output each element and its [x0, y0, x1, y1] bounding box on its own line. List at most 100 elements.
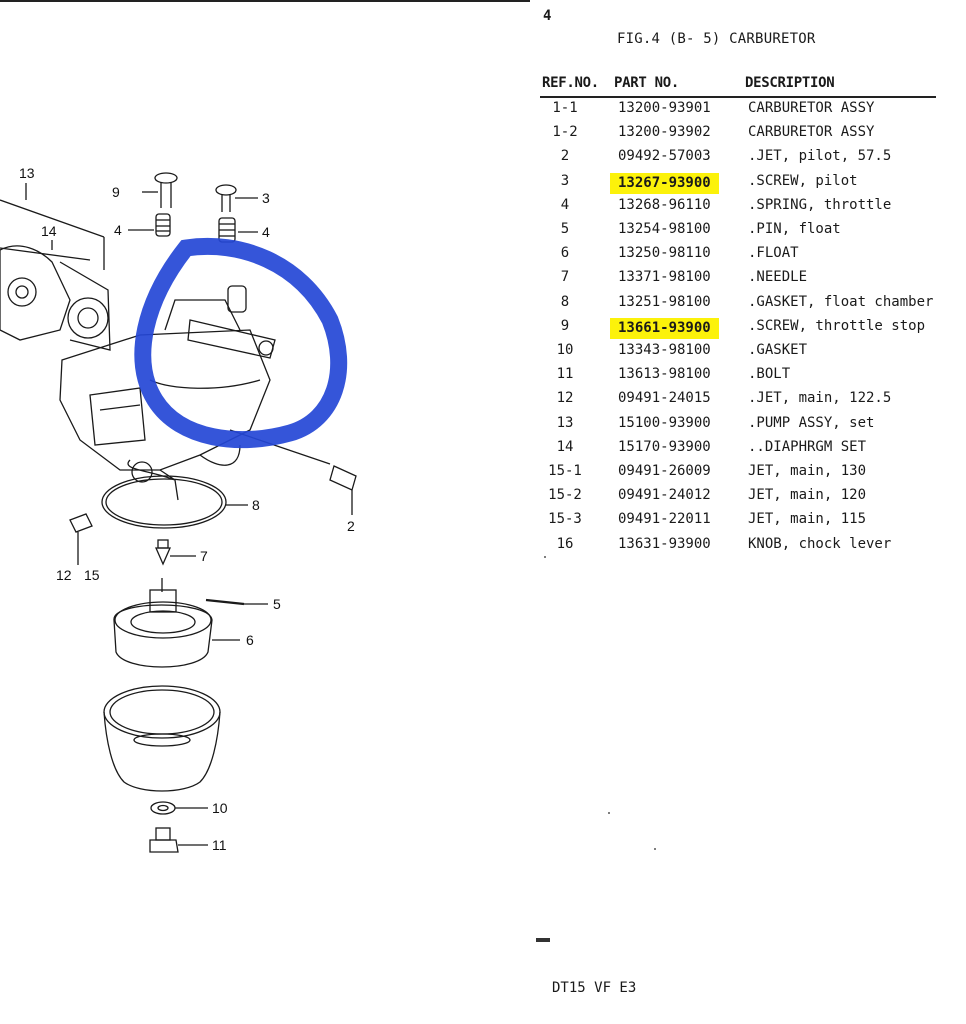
description-cell: ..DIAPHRGM SET	[748, 438, 867, 455]
description-cell: CARBURETOR ASSY	[748, 124, 875, 141]
ref-no-cell: 5	[560, 221, 570, 237]
ref-no-cell: 2	[560, 148, 570, 165]
callout-15: 15	[84, 567, 100, 583]
part-no-cell: 13613-98100	[618, 366, 711, 383]
callout-12: 12	[56, 567, 72, 583]
table-row: 15-1 09491-26009 JET, main, 130	[540, 463, 966, 487]
part-no-cell: 13631-93900	[618, 535, 711, 552]
table-row: 5 13254-98100 .PIN, float	[540, 221, 966, 245]
description-cell: .SPRING, throttle	[748, 196, 892, 213]
header-underline	[540, 96, 936, 98]
table-row: 2 09492-57003 .JET, pilot, 57.5	[540, 148, 966, 172]
ref-no-cell: 6	[560, 245, 570, 262]
description-cell: .JET, main, 122.5	[748, 390, 892, 407]
callout-4-right: 4	[262, 224, 270, 240]
page-number: 4	[543, 8, 552, 24]
callout-8: 8	[252, 497, 260, 513]
ref-no-cell: 10	[556, 342, 574, 358]
print-mark	[536, 938, 550, 942]
callout-5: 5	[273, 596, 281, 612]
ref-no-cell: 12	[556, 390, 574, 407]
header-part-no: PART NO.	[614, 75, 680, 91]
part-no-cell: 13251-98100	[618, 293, 711, 310]
description-cell: .JET, pilot, 57.5	[748, 148, 892, 165]
print-speck	[608, 812, 610, 814]
ref-no-cell: 15-1	[548, 463, 582, 479]
ref-no-cell: 11	[556, 366, 574, 383]
ref-no-cell: 1-2	[552, 124, 578, 141]
ref-no-cell: 9	[560, 317, 570, 334]
part-no-cell: 15100-93900	[618, 414, 711, 431]
table-row: 13 15100-93900 .PUMP ASSY, set	[540, 415, 966, 439]
part-no-cell: 13371-98100	[618, 269, 711, 286]
callout-6: 6	[246, 632, 254, 648]
ref-no-cell: 15-2	[548, 487, 582, 504]
part-no-cell: 13268-96110	[618, 196, 711, 213]
ref-no-cell: 15-3	[548, 511, 582, 528]
table-row: 9 13661-93900 .SCREW, throttle stop	[540, 317, 966, 342]
ref-no-cell: 16	[556, 535, 574, 552]
callout-7: 7	[200, 548, 208, 564]
callout-4-left: 4	[114, 222, 122, 238]
part-no-cell: 15170-93900	[618, 438, 711, 455]
callout-10: 10	[212, 800, 228, 816]
ref-no-cell: 13	[556, 414, 574, 431]
header-ref-no: REF.NO.	[542, 75, 599, 91]
figure-title: FIG.4 (B- 5) CARBURETOR	[617, 31, 816, 47]
description-cell: .PIN, float	[748, 221, 841, 237]
part-no-cell: 09491-22011	[618, 511, 711, 528]
description-cell: .FLOAT	[748, 245, 799, 262]
table-row: 14 15170-93900 ..DIAPHRGM SET	[540, 439, 966, 463]
description-cell: .PUMP ASSY, set	[748, 414, 875, 431]
part-no-cell: 13343-98100	[618, 342, 711, 358]
callout-14: 14	[41, 223, 57, 239]
description-cell: .GASKET	[748, 342, 808, 358]
table-row: 3 13267-93900 .SCREW, pilot	[540, 172, 966, 197]
description-cell: .SCREW, throttle stop	[748, 317, 926, 334]
part-no-cell: 13200-93901	[618, 100, 711, 116]
part-no-cell: 13661-93900	[610, 317, 719, 339]
table-row: 11 13613-98100 .BOLT	[540, 366, 966, 390]
description-cell: .SCREW, pilot	[748, 172, 858, 189]
table-row: 6 13250-98110 .FLOAT	[540, 245, 966, 269]
carburetor-exploded-diagram: 13 14 9 4 3 4 2 8 7 5 6 10 11 12 15	[0, 165, 357, 853]
model-code-footer: DT15 VF E3	[552, 980, 637, 996]
description-cell: JET, main, 130	[748, 463, 867, 479]
part-no-cell: 09492-57003	[618, 148, 711, 165]
part-no-cell: 13200-93902	[618, 124, 711, 141]
description-cell: KNOB, chock lever	[748, 535, 892, 552]
ref-no-cell: 7	[560, 269, 570, 286]
table-row: 4 13268-96110 .SPRING, throttle	[540, 197, 966, 221]
table-row: 12 09491-24015 .JET, main, 122.5	[540, 390, 966, 414]
print-speck	[654, 848, 656, 850]
part-no-cell: 13250-98110	[618, 245, 711, 262]
description-cell: .GASKET, float chamber	[748, 293, 934, 310]
callout-11: 11	[212, 837, 227, 853]
table-row: 15-3 09491-22011 JET, main, 115	[540, 511, 966, 535]
description-cell: JET, main, 115	[748, 511, 867, 528]
callout-13: 13	[19, 165, 35, 181]
description-cell: CARBURETOR ASSY	[748, 100, 875, 116]
header-description: DESCRIPTION	[745, 75, 835, 91]
description-cell: .NEEDLE	[748, 269, 808, 286]
ref-no-cell: 4	[560, 196, 570, 213]
table-row: 16 13631-93900 KNOB, chock lever	[540, 536, 966, 560]
part-no-cell: 13254-98100	[618, 221, 711, 237]
table-row: 1-2 13200-93902 CARBURETOR ASSY	[540, 124, 966, 148]
callout-3: 3	[262, 190, 270, 206]
ref-no-cell: 3	[560, 172, 570, 189]
ref-no-cell: 14	[556, 438, 574, 455]
table-row: 10 13343-98100 .GASKET	[540, 342, 966, 366]
part-no-cell: 13267-93900	[610, 172, 719, 194]
print-speck	[544, 556, 546, 558]
callout-2: 2	[347, 518, 355, 534]
callout-9: 9	[112, 184, 120, 200]
description-cell: .BOLT	[748, 366, 791, 383]
table-row: 1-1 13200-93901 CARBURETOR ASSY	[540, 100, 966, 124]
ref-no-cell: 1-1	[552, 100, 578, 116]
part-no-cell: 09491-24015	[618, 390, 711, 407]
part-no-cell: 09491-26009	[618, 463, 711, 479]
description-cell: JET, main, 120	[748, 487, 867, 504]
